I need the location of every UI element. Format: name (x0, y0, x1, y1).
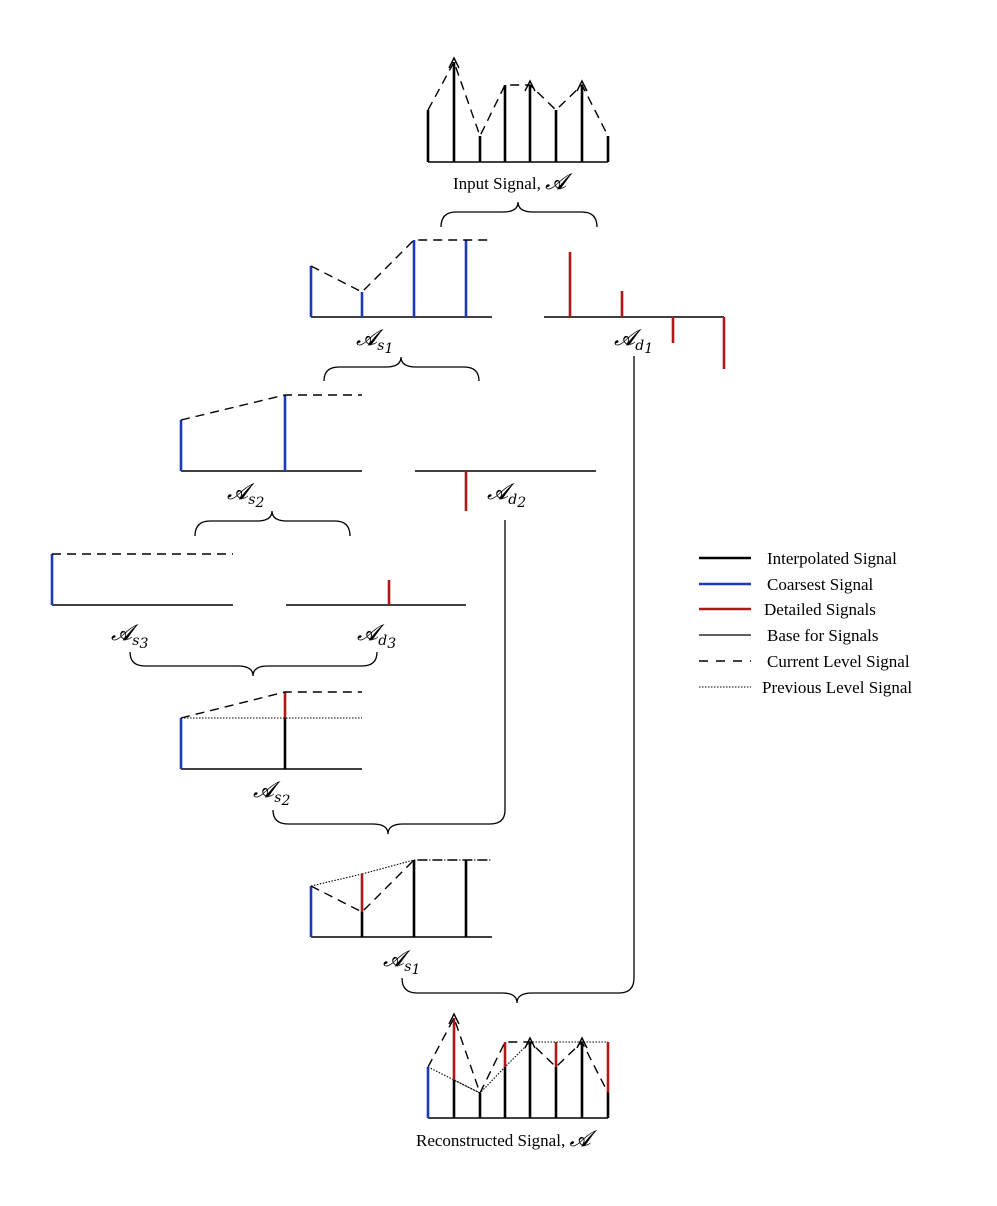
legend: Interpolated Signal Coarsest Signal Deta… (699, 549, 912, 697)
legend-item-current: Current Level Signal (699, 652, 910, 671)
As1-decomp: 𝓐s1 (309, 239, 492, 357)
Ad2-label: 𝓐d2 (487, 480, 526, 511)
brace-As2 (194, 510, 351, 537)
As3-label: 𝓐s3 (111, 621, 148, 652)
legend-label-current: Current Level Signal (767, 652, 910, 671)
Ad2: 𝓐d2 (415, 470, 596, 511)
reconstructed-signal-label: Reconstructed Signal, 𝓐 (416, 1127, 597, 1152)
Ad3-label: 𝓐d3 (357, 621, 396, 652)
input-stems (426, 62, 610, 162)
As2-recon: 𝓐s2 (179, 691, 362, 809)
legend-item-interpolated: Interpolated Signal (699, 549, 897, 568)
connector-Ad1-As1r (401, 356, 635, 1004)
As2-decomp: 𝓐s2 (179, 394, 362, 511)
Ad1-label: 𝓐d1 (614, 326, 653, 357)
recon-envelope (427, 1016, 609, 1095)
legend-label-previous: Previous Level Signal (762, 678, 912, 697)
brace-As3-Ad3 (129, 651, 378, 677)
As1r-label: 𝓐s1 (383, 947, 420, 978)
reconstructed-signal: Reconstructed Signal, 𝓐 (416, 1012, 610, 1152)
legend-label-detailed: Detailed Signals (764, 600, 876, 619)
As1r-previous-level-a (310, 873, 363, 887)
As1r-current-level (310, 859, 492, 913)
recon-arrowheads (448, 1012, 588, 1049)
connector-Ad2-As2r (272, 520, 506, 835)
As2r-label: 𝓐s2 (253, 778, 290, 809)
Ad1-detail-stems (568, 252, 726, 369)
Ad3: 𝓐d3 (286, 580, 466, 652)
Ad1: 𝓐d1 (544, 252, 726, 369)
recon-previous-level-2 (453, 1079, 481, 1094)
As1-current-level (310, 239, 492, 293)
As2-coarse-stems (179, 395, 287, 471)
As1-label: 𝓐s1 (356, 326, 393, 357)
As2-label: 𝓐s2 (227, 480, 264, 511)
As1-recon: 𝓐s1 (309, 859, 492, 978)
input-arrowheads (448, 56, 588, 92)
As3: 𝓐s3 (50, 553, 233, 652)
brace-input (440, 201, 598, 228)
brace-As1 (323, 356, 480, 382)
legend-label-interpolated: Interpolated Signal (767, 549, 897, 568)
legend-label-base: Base for Signals (767, 626, 878, 645)
legend-item-base: Base for Signals (699, 626, 878, 645)
As2-current-level (180, 394, 362, 421)
legend-item-detailed: Detailed Signals (699, 600, 876, 619)
input-signal-label: Input Signal, 𝓐 (453, 170, 573, 195)
legend-item-previous: Previous Level Signal (699, 678, 912, 697)
legend-item-coarsest: Coarsest Signal (699, 575, 874, 594)
input-envelope (427, 60, 609, 138)
legend-label-coarsest: Coarsest Signal (767, 575, 874, 594)
As2r-current-level (180, 691, 362, 719)
input-signal: Input Signal, 𝓐 (426, 56, 610, 195)
As1-coarse-stems (309, 240, 468, 317)
